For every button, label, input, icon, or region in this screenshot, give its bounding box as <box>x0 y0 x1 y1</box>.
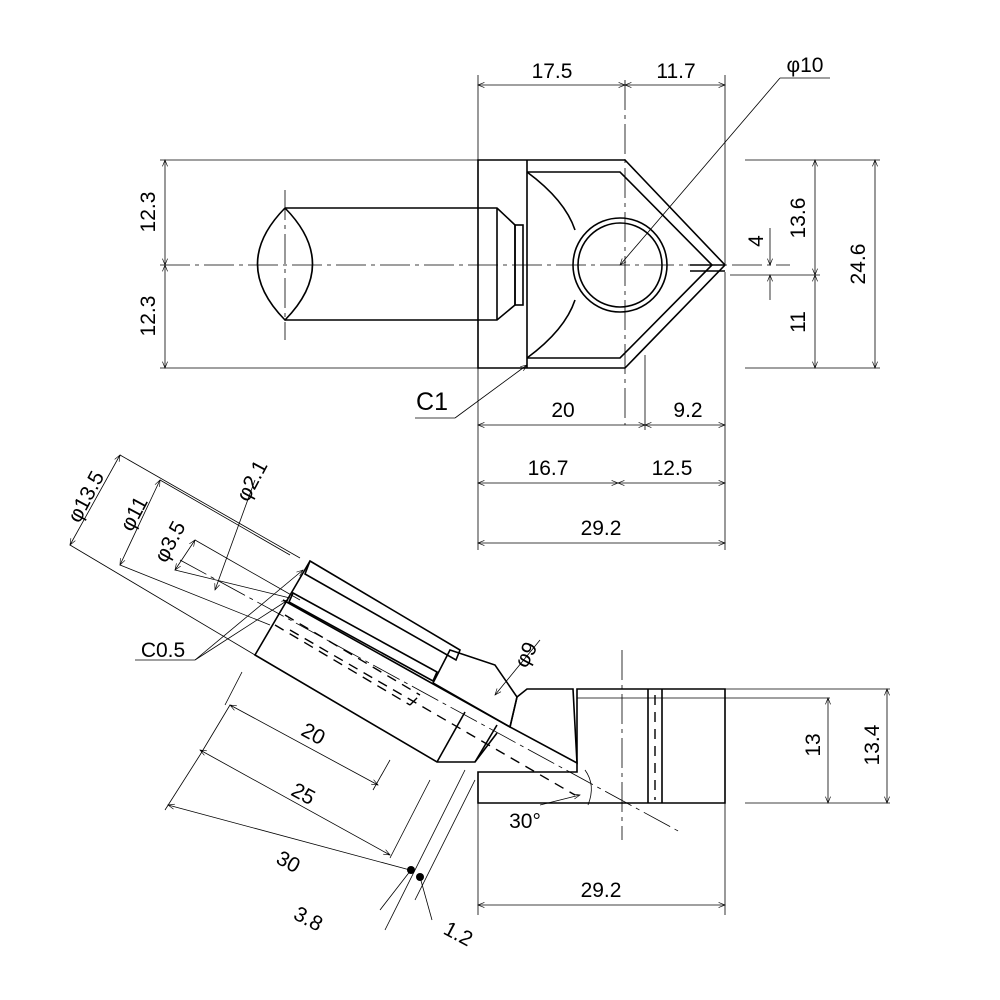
dim-25: 25 <box>287 779 318 810</box>
ext-line <box>69 544 256 656</box>
dim-line <box>495 639 541 695</box>
dim-phi-10: φ10 <box>787 54 824 77</box>
dim-13-6: 13.6 <box>787 198 810 239</box>
block-inner-curve-bottom <box>526 299 576 359</box>
dim-line <box>175 540 195 570</box>
dim-c0-5: C0.5 <box>141 639 185 662</box>
dim-11: 11 <box>787 311 810 333</box>
ext-line <box>384 769 466 931</box>
block-outline <box>477 159 727 369</box>
dim-line <box>200 750 390 855</box>
body-step <box>436 711 466 763</box>
dim-13: 13 <box>802 733 825 756</box>
dim-12-5: 12.5 <box>652 457 693 480</box>
leader <box>379 869 412 911</box>
ext-line <box>372 759 391 791</box>
block-inner-curve-top <box>526 171 576 231</box>
hole-inner <box>577 222 663 308</box>
hidden-line <box>274 624 411 706</box>
ext-line <box>174 569 291 599</box>
shaft-rounded-end <box>256 207 314 322</box>
dim-phi-13-5: φ13.5 <box>63 467 109 526</box>
dim-line <box>70 455 120 545</box>
dim-12-3-upper: 12.3 <box>137 192 160 233</box>
dim-phi-3-5: φ3.5 <box>150 518 190 567</box>
dim-30-deg: 30° <box>509 810 541 833</box>
ext-line <box>119 454 301 559</box>
inner-wall-section <box>287 591 439 683</box>
ext-line <box>414 779 476 901</box>
dim-c1: C1 <box>416 388 448 416</box>
angle-leader <box>539 795 580 806</box>
leader <box>419 876 433 921</box>
dim-17-5: 17.5 <box>532 60 573 83</box>
chamfer-leader <box>194 570 303 661</box>
dim-9-2: 9.2 <box>673 399 702 422</box>
ext-line <box>119 564 271 626</box>
dim-30: 30 <box>272 847 303 878</box>
tube-wall-section <box>304 559 461 662</box>
dim-29-2: 29.2 <box>581 517 622 540</box>
ext-line <box>164 754 201 811</box>
hidden-line <box>284 614 421 696</box>
dim-phi-11: φ11 <box>116 493 153 535</box>
dim-12-3-lower: 12.3 <box>137 296 160 337</box>
dim-3-8: 3.8 <box>290 902 327 936</box>
top-view: 17.5 11.7 φ10 12.3 12.3 13.6 11 24.6 4 C… <box>137 54 880 550</box>
dim-phi-2-1: φ2.1 <box>232 457 272 506</box>
ext-line <box>194 539 301 601</box>
block-section <box>509 688 578 765</box>
dim-20: 20 <box>551 399 574 422</box>
dim-line <box>215 479 256 590</box>
ext-line <box>159 479 291 556</box>
angle-arc <box>584 769 592 806</box>
hole-leader <box>620 77 781 265</box>
hidden-line <box>409 694 421 706</box>
body-bore-line <box>282 599 511 728</box>
shaft-outline <box>285 207 516 321</box>
shaft-collar <box>514 224 524 306</box>
axis-centerline <box>179 559 681 833</box>
body-outline <box>253 560 498 763</box>
dim-29-2-lower: 29.2 <box>581 879 622 902</box>
hidden-line <box>289 629 576 796</box>
chamfer-leader <box>194 600 288 661</box>
dim-24-6: 24.6 <box>847 244 870 285</box>
dim-20: 20 <box>297 719 328 750</box>
dim-line <box>230 705 378 785</box>
ext-line <box>389 779 431 859</box>
dim-16-7: 16.7 <box>528 457 569 480</box>
chamfer-leader <box>454 365 527 419</box>
dim-13-4: 13.4 <box>861 724 884 765</box>
dim-1-2: 1.2 <box>440 917 477 951</box>
section-view: φ13.5 φ11 φ3.5 φ2.1 C0.5 φ9 20 25 30 3.8… <box>63 455 890 951</box>
head-section <box>431 649 518 729</box>
ext-line <box>224 671 243 706</box>
dim-11-7: 11.7 <box>656 60 695 83</box>
ext-line <box>199 704 231 756</box>
hole-outer <box>572 217 668 313</box>
dim-line <box>168 805 411 871</box>
dim-4: 4 <box>745 235 768 247</box>
dim-line <box>120 480 160 565</box>
